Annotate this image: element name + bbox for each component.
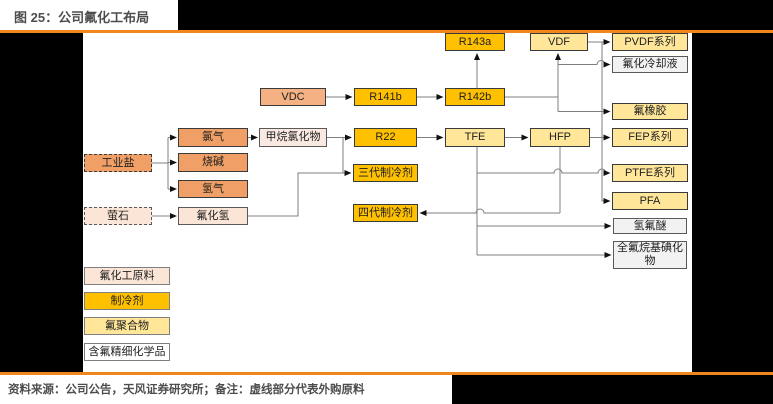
node-r141b: R141b	[354, 88, 417, 106]
node-gen4-refrigerant: 四代制冷剂	[353, 204, 418, 222]
node-fluorinated-coolant: 氟化冷却液	[612, 56, 688, 73]
legend-fluoropolymer: 氟聚合物	[84, 317, 170, 335]
node-industrial-salt: 工业盐	[84, 154, 152, 172]
node-methane-chloride: 甲烷氯化物	[259, 128, 327, 147]
node-pfa: PFA	[612, 192, 688, 210]
node-r22: R22	[354, 128, 417, 147]
node-vdf: VDF	[530, 33, 588, 51]
node-tfe: TFE	[445, 128, 505, 147]
node-chlorine: 氯气	[178, 128, 248, 147]
legend-fluorochemical-raw-material: 氟化工原料	[84, 267, 170, 285]
node-gen3-refrigerant: 三代制冷剂	[353, 164, 418, 182]
source-band	[0, 375, 452, 404]
node-hydrogen: 氢气	[178, 180, 248, 198]
node-hfp: HFP	[530, 128, 590, 147]
title-band	[0, 0, 178, 30]
legend-fluorinated-fine-chemical: 含氟精细化学品	[84, 343, 170, 361]
diagram-canvas	[83, 33, 692, 373]
bottom-divider-rule	[0, 372, 773, 375]
node-pvdf-series: PVDF系列	[612, 33, 688, 51]
source-note: 资料来源：公司公告，天风证券研究所；备注：虚线部分代表外购原料	[8, 384, 365, 396]
figure-title: 图 25：公司氟化工布局	[14, 10, 150, 25]
top-divider-rule	[0, 30, 773, 33]
node-fep-series: FEP系列	[612, 128, 688, 147]
node-vdc: VDC	[260, 88, 326, 106]
node-fluorite: 萤石	[84, 207, 152, 225]
node-fluororubber: 氟橡胶	[612, 103, 688, 120]
legend-refrigerant: 制冷剂	[84, 292, 170, 310]
node-perfluoroalkyl-iodide: 全氟烷基碘化物	[613, 241, 687, 269]
node-caustic-soda: 烧碱	[178, 153, 248, 172]
node-r142b: R142b	[445, 88, 505, 106]
node-hydrofluoroether: 氢氟醚	[613, 218, 687, 234]
node-hydrogen-fluoride: 氟化氢	[178, 207, 248, 225]
node-ptfe-series: PTFE系列	[612, 164, 688, 182]
node-r143a: R143a	[445, 33, 505, 51]
